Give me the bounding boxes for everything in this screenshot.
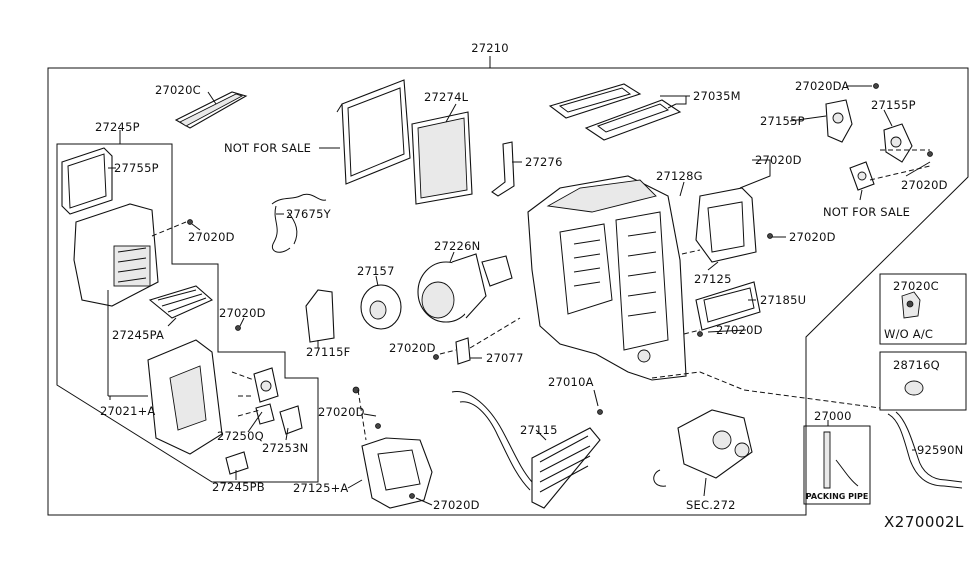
part-27115-heater-core — [451, 391, 601, 509]
left-subgroup-frame — [56, 143, 319, 483]
part-27253N-sensor — [279, 405, 303, 435]
label-27020D-m1: 27020D — [389, 341, 436, 355]
label-27020DA: 27020DA — [795, 79, 850, 93]
part-27185U-plate — [695, 281, 761, 331]
label-27020C-top: 27020C — [155, 83, 201, 97]
label-27226N: 27226N — [434, 239, 480, 253]
label-27125A: 27125+A — [293, 481, 349, 495]
label-27077: 27077 — [486, 351, 524, 365]
part-blower-case-upper — [73, 203, 159, 307]
part-sec272-valve — [653, 409, 753, 487]
label-27210: 27210 — [471, 41, 509, 55]
label-27125: 27125 — [694, 272, 732, 286]
part-27250Q-actuator — [253, 367, 279, 425]
part-27245PB-clip — [225, 451, 249, 475]
label-27035M: 27035M — [693, 89, 741, 103]
part-27155P-actuator-b — [883, 123, 913, 163]
part-main-hvac-unit — [527, 175, 687, 381]
part-27035M-seals — [548, 83, 682, 141]
part-27155P-actuator-a — [825, 99, 853, 143]
label-27155P-a: 27155P — [760, 114, 805, 128]
part-actuator-nfs — [849, 161, 875, 191]
part-27115F-cover — [305, 289, 335, 343]
inset-packing-pipe — [803, 425, 871, 505]
part-27021A-case-lower — [147, 339, 223, 455]
part-27020C-strip — [174, 91, 248, 129]
label-27020D-r1: 27020D — [755, 153, 802, 167]
inset-wo-ac-note: W/O A/C — [884, 327, 933, 341]
part-filter-frame — [336, 79, 411, 185]
label-27245PB: 27245PB — [212, 480, 265, 494]
dashed-connectors — [151, 221, 701, 441]
inset-27020C-label: 27020C — [893, 279, 939, 293]
part-27274L-filter — [411, 111, 473, 205]
label-27128G: 27128G — [656, 169, 703, 183]
label-sec272: SEC.272 — [686, 498, 736, 512]
part-27276-bracket — [491, 141, 515, 197]
part-27226N-motor — [417, 253, 487, 323]
part-27077-bracket — [455, 337, 471, 365]
label-27020D-r4: 27020D — [716, 323, 763, 337]
inset-28716Q — [879, 351, 967, 411]
label-27020D-r3: 27020D — [789, 230, 836, 244]
label-27020D-l1: 27020D — [188, 230, 235, 244]
label-27755P: 27755P — [114, 161, 159, 175]
label-27020D-l2: 27020D — [219, 306, 266, 320]
label-27115: 27115 — [520, 423, 558, 437]
label-27185U: 27185U — [760, 293, 806, 307]
part-27125-duct — [695, 187, 757, 263]
label-not-for-sale-1: NOT FOR SALE — [224, 141, 311, 155]
label-27020D-m3: 27020D — [433, 498, 480, 512]
leader-lines — [107, 85, 931, 506]
label-27250Q: 27250Q — [217, 429, 264, 443]
label-27157: 27157 — [357, 264, 395, 278]
inset-packing-pipe-note: PACKING PIPE — [806, 492, 869, 501]
part-92590N-hose — [887, 411, 963, 489]
label-not-for-sale-2: NOT FOR SALE — [823, 205, 910, 219]
inset-27020C — [879, 273, 967, 345]
screw-icons — [187, 83, 933, 499]
label-27253N: 27253N — [262, 441, 308, 455]
label-27276: 27276 — [525, 155, 563, 169]
label-27021A: 27021+A — [100, 404, 156, 418]
part-27125A-duct — [361, 437, 433, 509]
label-27010A: 27010A — [548, 375, 594, 389]
hose-leader — [651, 371, 881, 409]
label-92590N: 92590N — [917, 443, 963, 457]
assembly-frame — [47, 67, 969, 516]
reference-code: X270002L — [884, 513, 964, 531]
label-27020D-m2: 27020D — [318, 405, 365, 419]
label-27115F: 27115F — [306, 345, 350, 359]
part-27675Y-harness — [271, 193, 327, 253]
label-27155P-b: 27155P — [871, 98, 916, 112]
part-27245PA-grille — [148, 285, 214, 319]
label-27245P: 27245P — [95, 120, 140, 134]
label-27020D-r2: 27020D — [901, 178, 948, 192]
part-resistor — [481, 255, 513, 287]
label-27274L: 27274L — [424, 90, 469, 104]
label-27000: 27000 — [814, 409, 852, 423]
inset-28716Q-label: 28716Q — [893, 358, 940, 372]
part-27157-fan — [360, 284, 402, 330]
label-27245PA: 27245PA — [112, 328, 164, 342]
label-27675Y: 27675Y — [286, 207, 332, 221]
part-27755P-gasket — [61, 147, 113, 215]
